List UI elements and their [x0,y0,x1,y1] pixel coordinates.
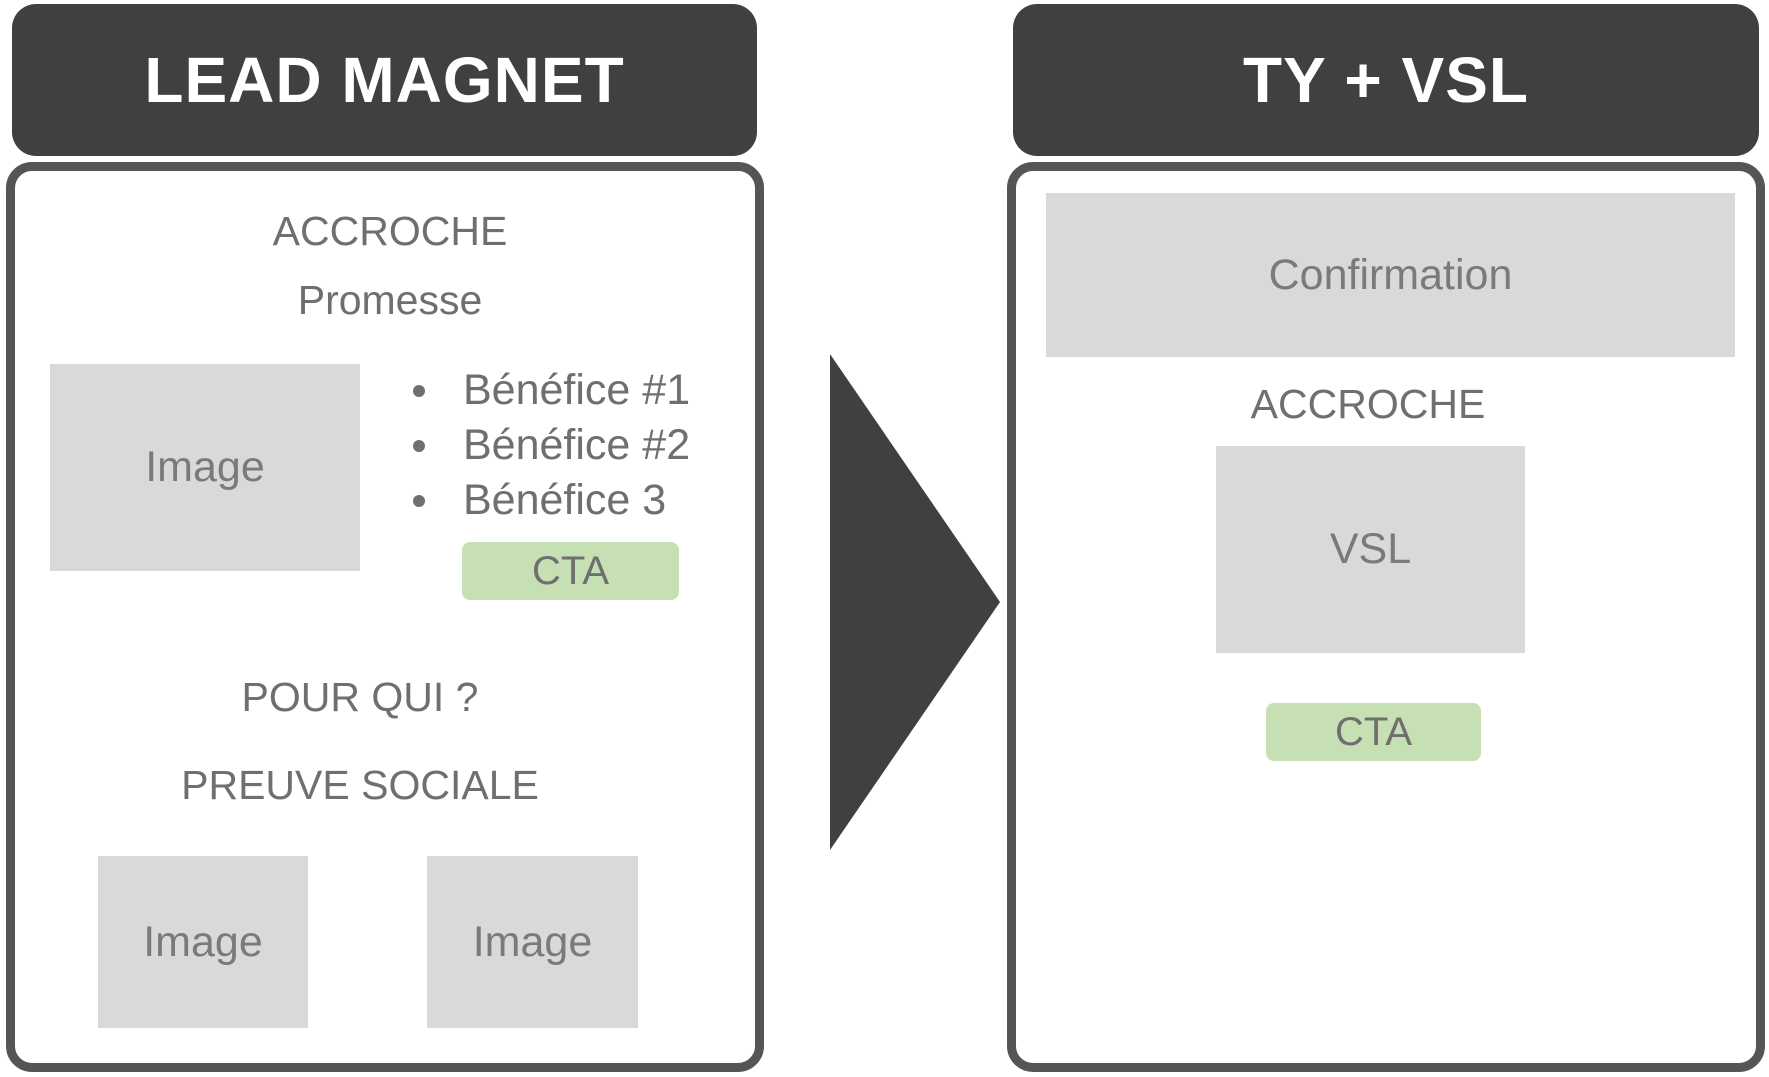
bullet-icon [413,440,425,452]
benefits-list: Bénéfice #1 Bénéfice #2 Bénéfice 3 [413,363,690,528]
lead-magnet-cta-button[interactable]: CTA [462,542,679,600]
ty-vsl-title: TY + VSL [1242,44,1530,116]
ty-vsl-cta-button[interactable]: CTA [1266,703,1481,761]
ty-vsl-accroche: ACCROCHE [1250,381,1486,427]
bullet-icon [413,495,425,507]
lead-magnet-preuve-sociale: PREUVE SOCIALE [181,762,539,808]
lead-magnet-accroche: ACCROCHE [272,208,508,254]
benefit-item: Bénéfice #2 [413,418,690,473]
lead-magnet-title: LEAD MAGNET [144,44,625,116]
social-proof-image-right: Image [427,856,638,1028]
arrow-right-icon [830,354,1000,850]
lead-magnet-image-main: Image [50,364,360,571]
arrow-shape [830,354,1000,850]
benefit-item: Bénéfice #1 [413,363,690,418]
benefit-item: Bénéfice 3 [413,473,690,528]
lead-magnet-pour-qui: POUR QUI ? [241,674,479,720]
ty-vsl-header: TY + VSL [1013,4,1759,156]
bullet-icon [413,385,425,397]
confirmation-box: Confirmation [1046,193,1735,357]
social-proof-image-left: Image [98,856,308,1028]
lead-magnet-promesse: Promesse [297,277,483,323]
lead-magnet-header: LEAD MAGNET [12,4,757,156]
vsl-video-box[interactable]: VSL [1216,446,1525,653]
